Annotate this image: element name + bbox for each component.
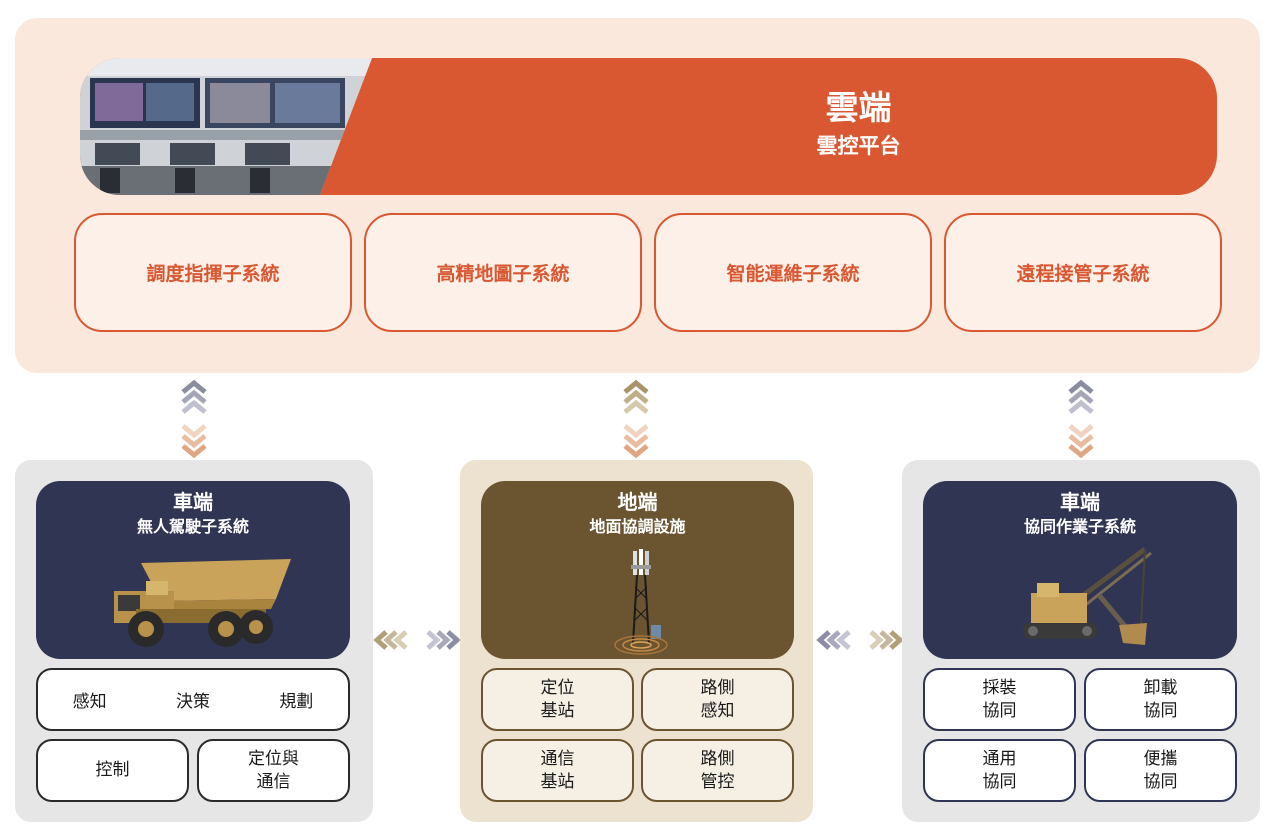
function-control: 控制: [36, 739, 189, 802]
ground-comms-station: 通信 基站: [481, 739, 634, 802]
function-perception: 感知: [72, 692, 107, 712]
horizontal-double-arrow-icon: [373, 630, 461, 650]
ground-roadside-control: 路側 管控: [641, 739, 794, 802]
vertical-double-arrow-icon: [1068, 379, 1094, 459]
ground-subtitle: 地面協調設施: [589, 517, 686, 536]
communication-tower-icon: [614, 549, 668, 655]
cloud-banner: 雲端 雲控平台: [80, 58, 1217, 195]
ground-header: 地端 地面協調設施: [481, 481, 794, 659]
subsystem-maintenance: 智能運維子系統: [654, 213, 932, 332]
vertical-double-arrow-icon: [181, 379, 207, 459]
collab-loading: 採裝 協同: [923, 668, 1076, 731]
function-positioning-comms: 定位與 通信: [197, 739, 350, 802]
collab-unloading: 卸載 協同: [1084, 668, 1237, 731]
ground-positioning-station: 定位 基站: [481, 668, 634, 731]
cloud-subtitle: 雲控平台: [816, 134, 901, 158]
vehicle-header-collaborative: 車端 協同作業子系統: [923, 481, 1237, 659]
vehicle-functions-row: 感知 決策 規劃: [36, 668, 350, 731]
function-decision: 決策: [175, 692, 210, 712]
horizontal-double-arrow-icon: [816, 630, 904, 650]
ground-roadside-perception: 路側 感知: [641, 668, 794, 731]
ground-title: 地端: [617, 490, 658, 514]
subsystem-dispatch: 調度指揮子系統: [74, 213, 352, 332]
vehicle-subtitle: 無人駕駛子系統: [136, 517, 249, 536]
vehicle-title: 車端: [173, 490, 213, 514]
vehicle-collab-subtitle: 協同作業子系統: [1023, 517, 1136, 536]
cloud-title: 雲端: [825, 88, 892, 127]
collab-general: 通用 協同: [923, 739, 1076, 802]
mining-shovel-icon: [1023, 547, 1152, 645]
function-planning: 規劃: [279, 692, 314, 712]
vehicle-collab-title: 車端: [1060, 490, 1100, 514]
control-room-image: [80, 58, 372, 195]
subsystem-hd-map: 高精地圖子系統: [364, 213, 642, 332]
subsystem-remote-takeover: 遠程接管子系統: [944, 213, 1222, 332]
mining-truck-icon: [114, 559, 291, 647]
vehicle-header-autonomous: 車端 無人駕駛子系統: [36, 481, 350, 659]
vertical-double-arrow-icon: [623, 379, 649, 459]
collab-portable: 便攜 協同: [1084, 739, 1237, 802]
